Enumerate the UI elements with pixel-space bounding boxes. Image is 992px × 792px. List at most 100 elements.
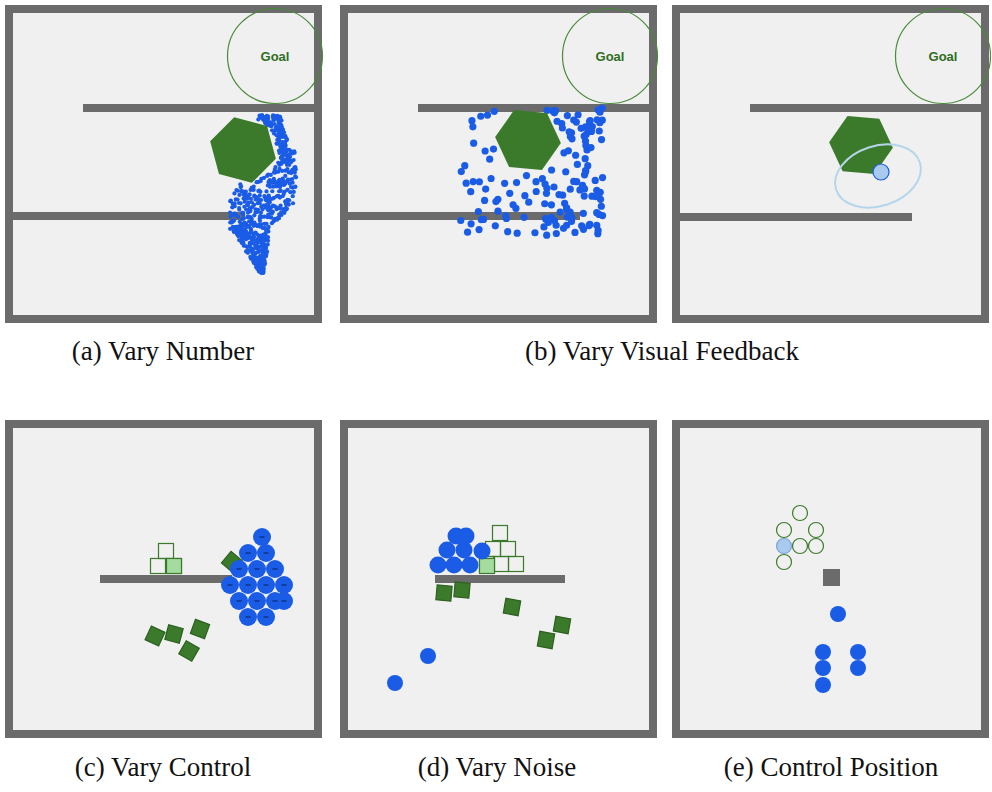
particle [287,198,291,202]
particle [567,186,574,193]
particle [235,197,239,201]
particle [550,183,557,190]
particle [598,203,605,210]
particle [269,120,273,124]
particle [596,127,603,134]
particle [236,231,240,235]
block [553,616,570,633]
particle [260,207,264,211]
particle [263,262,267,266]
particle [246,211,250,215]
particle [271,178,275,182]
particle [269,173,273,177]
particle [263,198,267,202]
particle [232,218,236,222]
target-square [509,557,524,572]
agent-dot [387,675,403,691]
particle [289,185,293,189]
agent-mark [237,568,242,569]
particle [562,168,569,175]
particle [568,214,575,221]
target-square [167,559,182,574]
particle [237,193,241,197]
particle [265,236,269,240]
particle [249,197,253,201]
particle [477,113,484,120]
particle [563,222,570,229]
particle [572,152,579,159]
particle [290,181,294,185]
particle [525,199,532,206]
particle [548,166,555,173]
target-square [167,559,182,574]
particle [277,189,281,193]
particle [240,234,244,238]
block [190,619,209,638]
particle [533,188,540,195]
particle [470,140,477,147]
agent-dot [439,542,456,559]
block [503,598,520,615]
agent-dot [257,544,275,562]
agent-mark [228,584,233,585]
agent-mark [246,616,251,617]
agent-mark [246,552,251,553]
particle [228,199,232,203]
particle [514,230,521,237]
particle [588,193,595,200]
particle [491,108,498,115]
particle [261,271,265,275]
agent-dot [275,576,293,594]
particle [582,168,589,175]
particle [461,162,468,169]
agent-dot [275,592,293,610]
goal-label: Goal [261,49,290,64]
agent-dot [446,557,463,574]
particle [482,185,489,192]
block [165,625,183,643]
particle [252,213,256,217]
particle [568,135,575,142]
particle [494,208,501,215]
particle [541,200,548,207]
agent-dot [221,576,239,594]
particle [264,189,268,193]
agent-dot [850,660,866,676]
particle [237,208,241,212]
particle [593,187,600,194]
wall [750,104,986,112]
particle [248,241,252,245]
agent-mark [260,536,265,537]
particle [252,203,256,207]
particle [487,175,494,182]
agent-dot [830,606,846,622]
particle [543,232,550,239]
agent-mark [255,600,260,601]
particle [484,111,491,118]
particle [581,185,588,192]
particle [245,232,249,236]
particle [492,222,499,229]
particle [277,178,281,182]
particle [540,223,547,230]
particle [292,190,296,194]
particle [470,178,477,185]
particle [513,179,520,186]
panel-caption: (a) Vary Number [72,336,254,367]
panel-frame [9,9,318,319]
particle [544,217,551,224]
particle [578,222,585,229]
panel-frame [344,424,653,734]
particle [596,109,603,116]
particle [257,256,261,260]
particle [233,212,237,216]
particle [252,188,256,192]
particle [246,248,250,252]
particle [291,201,295,205]
target-circle [777,523,792,538]
agent-dot [815,660,831,676]
target-circle [809,539,824,554]
agent-dot [239,544,257,562]
particle [481,197,488,204]
